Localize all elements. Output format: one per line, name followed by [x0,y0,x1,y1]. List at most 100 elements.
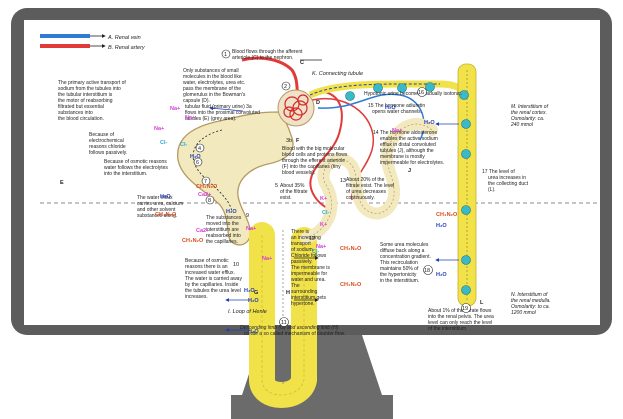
svg-text:The: The [291,283,300,289]
svg-text:The water is carried away: The water is carried away [185,276,242,282]
text-hypotonic: Hypotonic urine becomes gradually isoton… [364,91,462,97]
text-urea-diffuse: Some urea molecules diffuse back along a… [380,242,431,284]
svg-text:moved into the: moved into the [206,221,239,227]
svg-text:6: 6 [196,160,199,166]
svg-text:There is: There is [291,229,310,235]
svg-text:H₂O: H₂O [190,154,201,160]
svg-text:of urea decreases: of urea decreases [346,189,387,195]
svg-text:opens water channels.: opens water channels. [372,109,422,115]
svg-text:and other solvent: and other solvent [137,207,176,213]
svg-text:K+: K+ [320,196,327,202]
svg-text:electrochemical: electrochemical [89,138,124,144]
svg-text:13: 13 [340,178,346,184]
svg-text:water follows the electrolytes: water follows the electrolytes [104,165,168,171]
svg-text:reasons chloride: reasons chloride [89,144,126,150]
svg-text:About 1% of the filtrate flows: About 1% of the filtrate flows [428,308,492,314]
svg-text:the blood circulation.: the blood circulation. [58,116,104,122]
svg-text:carries urea, calcium: carries urea, calcium [137,201,183,207]
text-adiuretin: 15 The hormone adiuretin opens water cha… [368,103,425,115]
svg-text:Na+: Na+ [170,106,180,112]
text-big-molecular: Blood with the big molecular blood cells… [282,146,348,176]
svg-text:capsule (D).: capsule (D). [183,98,210,104]
svg-text:urea increases in: urea increases in [488,175,526,181]
text-increasing-transport: There is an increasing transport of sodi… [291,229,330,307]
svg-text:level can only reach the level: level can only reach the level [428,320,492,326]
text-small-substances: Only substances of small molecules in th… [183,68,246,104]
svg-text:the renal medulla.: the renal medulla. [511,298,551,304]
svg-text:reabsorbed into: reabsorbed into [206,233,241,239]
svg-text:Na+: Na+ [392,128,402,134]
svg-text:interstitium are: interstitium are [206,227,239,233]
svg-text:Because of: Because of [89,132,115,138]
svg-text:Cl-: Cl- [180,142,188,148]
svg-text:17 The level of: 17 The level of [482,169,515,175]
svg-text:Ca2+: Ca2+ [196,228,209,234]
text-reabsorbed: The substances moved into the interstiti… [206,215,242,245]
svg-text:16: 16 [418,90,424,96]
svg-text:exist.: exist. [280,195,292,201]
svg-text:Chloride follows: Chloride follows [291,253,327,259]
svg-text:Cl-: Cl- [312,249,320,255]
svg-text:H₂O: H₂O [244,288,255,294]
svg-text:CH₄N₂O: CH₄N₂O [182,238,204,244]
svg-text:15 The hormone adiuretin: 15 The hormone adiuretin [368,103,425,109]
svg-text:Na+: Na+ [262,256,272,262]
text-interstitium-medulla: N. Interstitium of the renal medulla. Os… [511,292,551,316]
svg-text:tubular fluid (primary urine): tubular fluid (primary urine) 3a [185,104,252,110]
svg-text:8: 8 [208,198,211,204]
svg-text:2: 2 [284,84,287,90]
svg-text:CH₄N₂O: CH₄N₂O [155,212,177,218]
svg-text:18: 18 [424,268,430,274]
svg-text:H₂O: H₂O [436,272,447,278]
label-loop-of-henle: I. Loop of Henle [228,309,267,315]
svg-text:240 mmol: 240 mmol [510,122,534,128]
label-renal-vein: A. Renal vein [107,35,141,41]
svg-text:H: H [286,290,290,296]
svg-text:membrane is mostly: membrane is mostly [380,154,425,160]
svg-text:filtrate exist. The level: filtrate exist. The level [346,183,394,189]
svg-text:flows into the proximal convol: flows into the proximal convoluted [185,110,260,116]
svg-text:Blood with the big molecular: Blood with the big molecular [282,146,345,152]
svg-text:filtrated but essential: filtrated but essential [58,104,104,110]
svg-text:Na+: Na+ [316,244,326,250]
monitor-base [231,395,393,419]
svg-text:H₂O: H₂O [248,329,259,335]
svg-text:molecules in the blood like: molecules in the blood like [183,74,242,80]
svg-text:impermeable for electrolytes.: impermeable for electrolytes. [380,160,444,166]
text-aldosterone: 14 The hormone aldosterone enables the a… [373,130,444,166]
svg-text:5: 5 [275,183,278,189]
svg-text:into the interstitium.: into the interstitium. [104,171,147,177]
svg-text:11: 11 [281,320,287,326]
svg-text:of sodium.: of sodium. [291,247,314,253]
text-osmotic-water: Because of osmotic reasons water follows… [104,159,168,177]
svg-text:Na+: Na+ [154,126,164,132]
svg-text:The membrane is: The membrane is [291,265,330,271]
svg-text:(L).: (L). [488,187,496,193]
svg-text:of the interstitium.: of the interstitium. [428,326,467,332]
loop-outline [261,235,305,396]
svg-text:hypertone.: hypertone. [291,301,315,307]
text-interstitium-cortex: M. Interstitium of the renal cortex. Osm… [510,104,549,128]
svg-text:follows passively.: follows passively. [89,150,127,156]
step-numbers: 1 2 3b 4 5 6 7 8 9 10 11 12 13 16 18 19 [193,49,471,327]
svg-text:E: E [60,180,64,186]
svg-text:concentration gradient.: concentration gradient. [380,254,431,260]
svg-text:efflux in distal convoluted: efflux in distal convoluted [380,142,436,148]
svg-text:blood vessels).: blood vessels). [282,170,315,176]
svg-text:D: D [316,100,320,106]
svg-text:tubules (E) (grey area).: tubules (E) (grey area). [185,116,236,122]
svg-text:(F) into the capillaries (tiny: (F) into the capillaries (tiny [282,164,341,170]
text-urea-collecting: 17 The level of urea increases in the co… [482,169,529,193]
svg-text:N. Interstitium of: N. Interstitium of [511,292,548,298]
svg-text:H₂O: H₂O [436,223,447,229]
proximal-convoluted-tubule [177,111,294,246]
svg-text:L: L [480,300,484,306]
svg-text:About 20% of the: About 20% of the [346,177,385,183]
svg-text:transport: transport [291,241,311,247]
svg-text:the tubules the urea level: the tubules the urea level [185,288,241,294]
svg-text:Descending limb (G) and ascend: Descending limb (G) and ascending limb (… [240,325,339,331]
svg-text:Na+: Na+ [246,226,256,232]
svg-text:enables the active sodium: enables the active sodium [380,136,438,142]
svg-text:arteriole (C) to the nephron.: arteriole (C) to the nephron. [232,55,293,61]
